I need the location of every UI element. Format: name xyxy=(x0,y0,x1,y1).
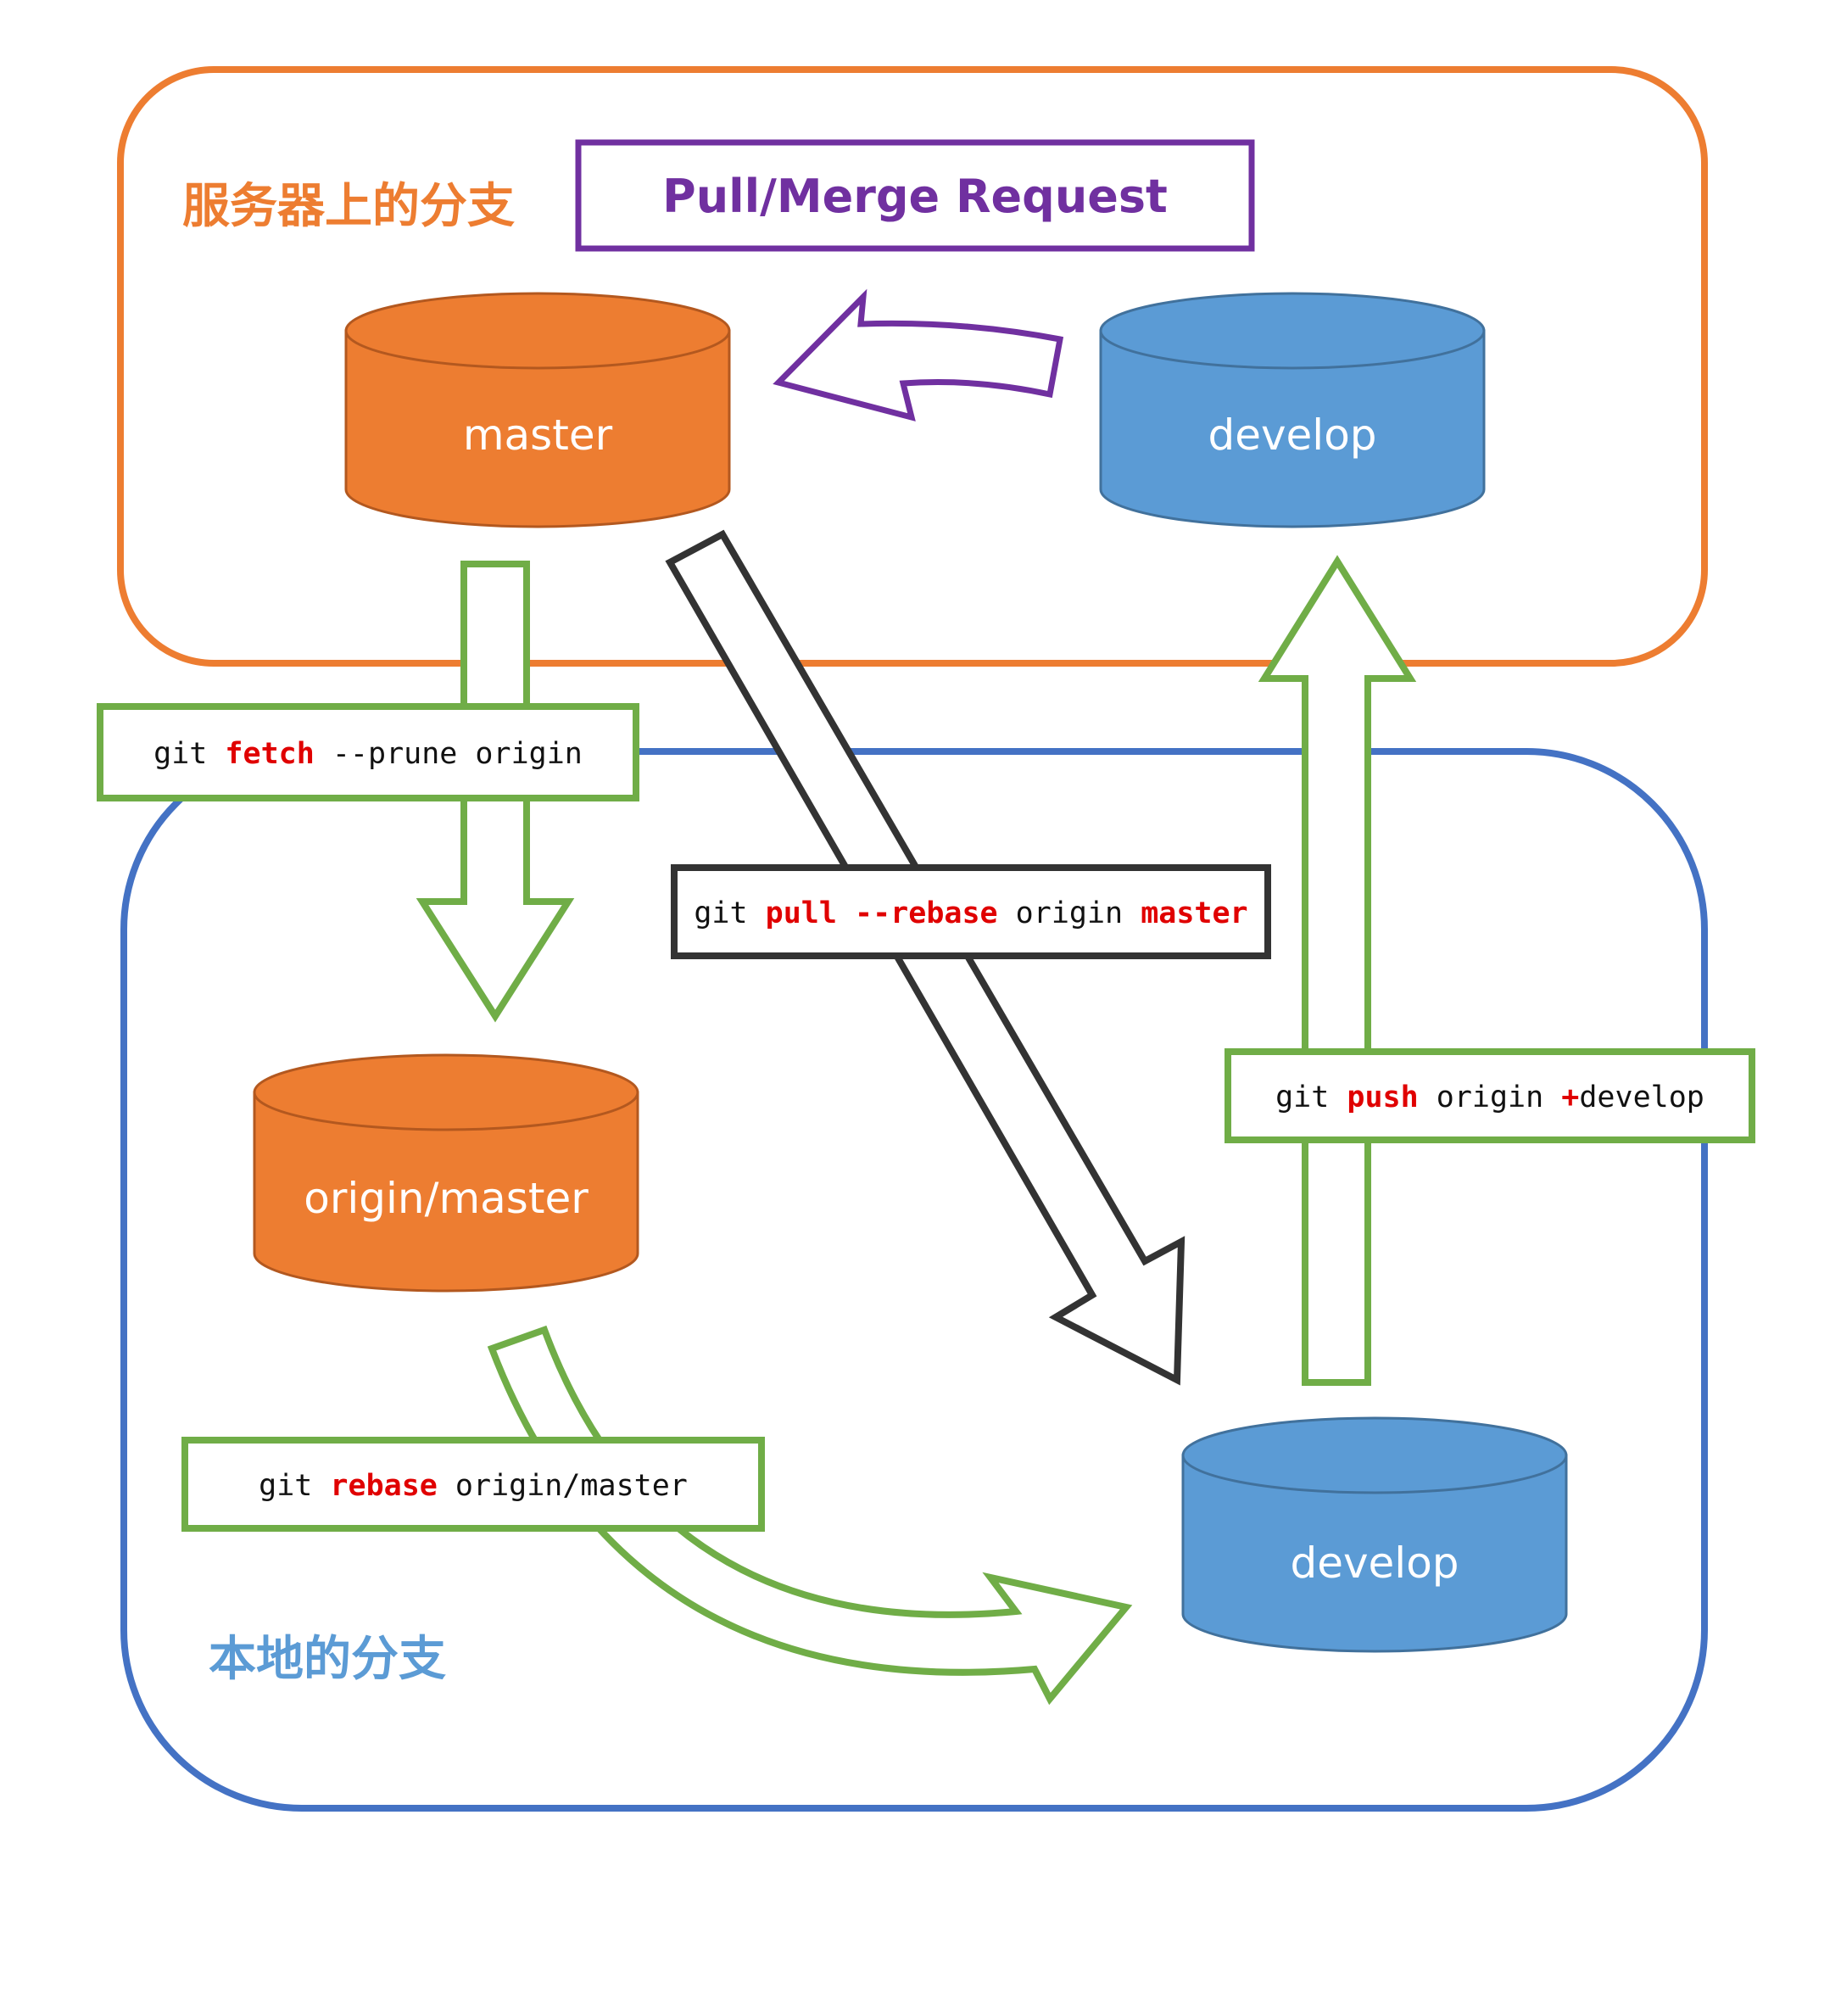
server-develop-db[interactable]: develop xyxy=(1099,292,1486,528)
server-master-label: master xyxy=(463,410,613,460)
git-fetch-command[interactable]: git fetch --prune origin xyxy=(97,703,639,801)
git-push-command[interactable]: git push origin +develop xyxy=(1225,1048,1755,1143)
git-pull-command[interactable]: git pull --rebase origin master xyxy=(671,864,1271,959)
local-region-title: 本地的分支 xyxy=(209,1632,446,1687)
git-rebase-command[interactable]: git rebase origin/master xyxy=(181,1437,765,1532)
origin-master-db[interactable]: origin/master xyxy=(253,1053,639,1293)
git-rebase-text: git rebase origin/master xyxy=(259,1469,688,1503)
git-push-text: git push origin +develop xyxy=(1275,1081,1704,1114)
git-fetch-text: git fetch --prune origin xyxy=(153,737,583,771)
server-region xyxy=(117,66,1708,667)
server-develop-label: develop xyxy=(1208,410,1376,460)
pull-request-label: Pull/Merge Request xyxy=(662,170,1168,223)
pull-request-box[interactable]: Pull/Merge Request xyxy=(575,139,1255,252)
origin-master-label: origin/master xyxy=(304,1174,589,1223)
local-region xyxy=(120,748,1708,1812)
server-region-title: 服务器上的分支 xyxy=(182,179,515,234)
merge-request-arrow xyxy=(773,288,1064,422)
push-arrow xyxy=(1258,555,1417,1386)
local-develop-db[interactable]: develop xyxy=(1181,1416,1568,1653)
local-develop-label: develop xyxy=(1290,1539,1459,1588)
server-master-db[interactable]: master xyxy=(344,292,731,528)
git-pull-text: git pull --rebase origin master xyxy=(694,896,1247,930)
